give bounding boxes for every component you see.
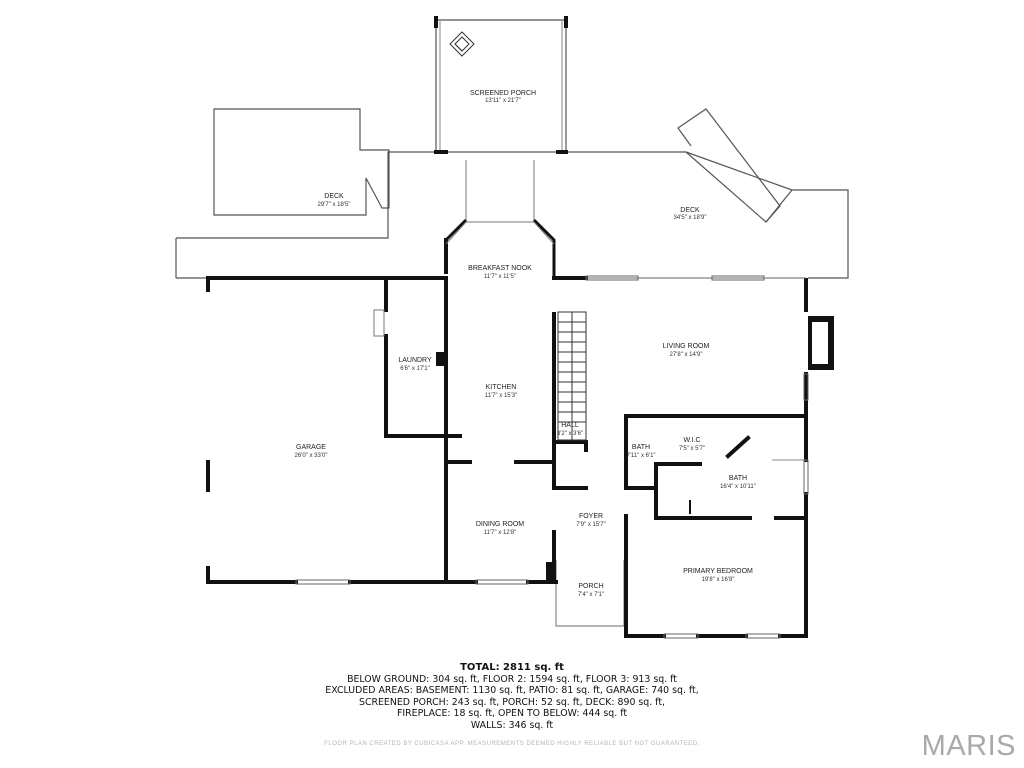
room-name: BATH — [729, 475, 747, 482]
floor-plan: SCREENED PORCH 13'11" x 21'7" DECK 29'7"… — [175, 16, 849, 639]
room-dim: 11'7" x 15'3" — [485, 393, 517, 399]
skylight-icon — [449, 31, 475, 57]
room-dim: 11'7" x 11'5" — [484, 274, 516, 280]
room-name: KITCHEN — [486, 384, 517, 391]
room-name: GARAGE — [296, 444, 326, 451]
window — [803, 373, 809, 401]
window — [663, 633, 699, 639]
screened-porch-outline — [435, 19, 567, 153]
bay-window — [444, 218, 556, 276]
room-name: DINING ROOM — [476, 521, 524, 528]
room-dim: 29'7" x 18'5" — [318, 202, 351, 208]
window — [295, 579, 351, 585]
window — [475, 579, 529, 585]
room-dim: 6'6" x 17'1" — [400, 366, 430, 372]
deck-left-outline — [176, 151, 436, 239]
room-dim: 7'4" x 7'1" — [578, 592, 604, 598]
room-dim: 11'7" x 12'8" — [484, 530, 516, 536]
room-dim: 34'5" x 18'9" — [674, 215, 707, 221]
porch-door — [546, 562, 556, 582]
window — [745, 633, 781, 639]
room-name: PRIMARY BEDROOM — [683, 568, 753, 575]
room-name: DECK — [324, 193, 344, 200]
summary-line: EXCLUDED AREAS: BASEMENT: 1130 sq. ft, P… — [325, 685, 699, 697]
wall — [725, 435, 751, 459]
room-name: HALL — [561, 422, 579, 429]
room-dim: 3'2" x 3'6" — [557, 431, 583, 437]
room-labels: SCREENED PORCH 13'11" x 21'7" DECK 29'7"… — [295, 90, 756, 598]
maris-logo: MARIS — [921, 730, 1016, 762]
deck-right-outline — [685, 151, 793, 191]
outdoor-outlines — [175, 19, 849, 627]
stairs-icon — [557, 311, 587, 441]
room-name: W.I.C — [683, 437, 700, 444]
room-dim: 19'8" x 16'8" — [702, 577, 735, 583]
room-name: BREAKFAST NOOK — [468, 265, 532, 272]
fireplace-icon — [808, 316, 834, 370]
room-dim: 26'0" x 33'0" — [295, 453, 328, 459]
summary-line: SCREENED PORCH: 243 sq. ft, PORCH: 52 sq… — [359, 696, 665, 708]
room-name: DECK — [680, 207, 700, 214]
room-dim: 13'11" x 21'7" — [485, 98, 521, 104]
walls — [206, 16, 808, 638]
room-name: LIVING ROOM — [663, 343, 710, 350]
total-area: TOTAL: 2811 sq. ft — [460, 662, 564, 673]
summary-line: WALLS: 346 sq. ft — [470, 719, 554, 731]
door-swing — [373, 309, 385, 337]
deck-left-outline — [213, 108, 390, 216]
room-name: BATH — [632, 444, 650, 451]
appliance-icon — [436, 352, 446, 366]
windows — [295, 275, 809, 639]
area-summary: TOTAL: 2811 sq. ft BELOW GROUND: 304 sq.… — [262, 662, 762, 732]
room-name: LAUNDRY — [398, 357, 432, 364]
summary-line: FIREPLACE: 18 sq. ft, OPEN TO BELOW: 444… — [396, 708, 627, 720]
room-dim: 7'11" x 6'1" — [626, 453, 655, 459]
window — [803, 459, 809, 495]
room-name: FOYER — [579, 513, 603, 520]
credit-line: FLOOR PLAN CREATED BY CUBICASA APP. MEAS… — [324, 741, 700, 747]
room-dim: 16'4" x 10'11" — [720, 484, 756, 490]
bay-window — [445, 160, 555, 245]
room-dim: 7'5" x 5'7" — [679, 446, 705, 452]
room-dim: 7'9" x 15'7" — [576, 522, 606, 528]
deck-right-outline — [765, 189, 849, 279]
deck-right-outline — [566, 108, 781, 223]
summary-line: BELOW GROUND: 304 sq. ft, FLOOR 2: 1594 … — [347, 673, 677, 685]
room-name: SCREENED PORCH — [470, 90, 536, 97]
room-dim: 27'8" x 14'9" — [670, 352, 703, 358]
room-name: PORCH — [578, 583, 603, 590]
